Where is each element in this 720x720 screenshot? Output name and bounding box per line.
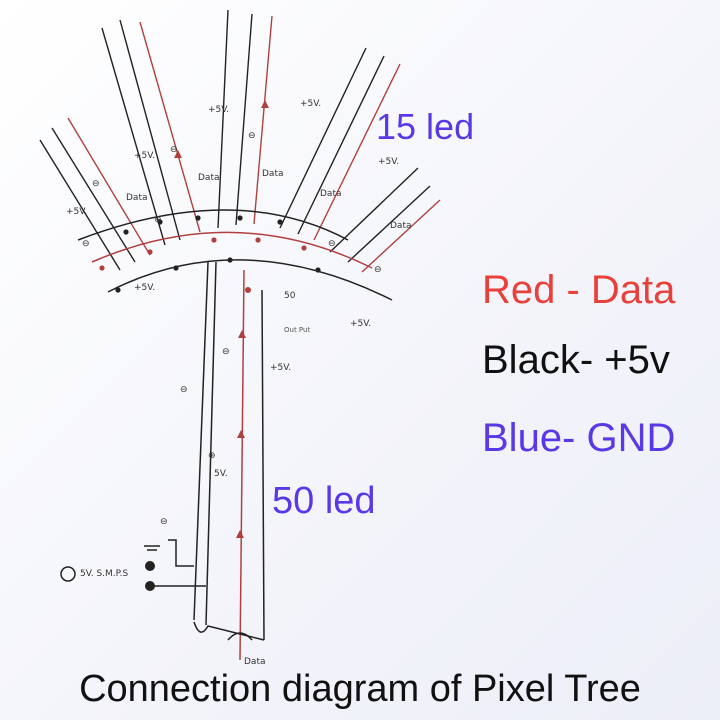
junction-dot bbox=[245, 287, 251, 293]
arc-power bbox=[107, 259, 393, 301]
crown-arcs bbox=[77, 209, 393, 301]
trunk-power-left bbox=[205, 261, 217, 626]
junction-dots bbox=[99, 215, 321, 293]
junction-dot bbox=[277, 219, 283, 225]
ann-plus5v: +5V. bbox=[378, 157, 399, 167]
ann-data: Data bbox=[126, 193, 148, 203]
ann-minus: ⊖ bbox=[154, 215, 162, 225]
ann-minus: ⊖ bbox=[92, 179, 100, 189]
junction-dot bbox=[157, 219, 163, 225]
trunk-base-arc bbox=[227, 632, 253, 641]
ann-plus5v: +5V. bbox=[134, 151, 155, 161]
ann-minus: ⊖ bbox=[374, 265, 382, 275]
ann-plus5v: +5V. bbox=[350, 319, 371, 329]
legend-power: Black- +5v bbox=[482, 338, 670, 382]
trunk-ground-left bbox=[193, 261, 209, 621]
branch-line bbox=[101, 27, 166, 246]
junction-dot bbox=[227, 257, 233, 263]
ann-data: Data bbox=[262, 169, 284, 179]
branch-line bbox=[217, 9, 229, 229]
ann-plus5v: +5V. bbox=[208, 105, 229, 115]
branch-line bbox=[279, 47, 367, 229]
junction-dot bbox=[147, 249, 153, 255]
ann-minus: ⊖ bbox=[170, 145, 178, 155]
ann-plus5v: +5V. bbox=[270, 363, 291, 373]
trunk-lines bbox=[193, 261, 265, 661]
crown-branches bbox=[39, 9, 441, 273]
annotations: +5V. +5V. +5V. +5V. +5V. +5V. +5V. +5V. … bbox=[66, 99, 412, 667]
arc-ground bbox=[77, 209, 349, 241]
ann-minus: ⊖ bbox=[248, 131, 256, 141]
ann-data: Data bbox=[390, 221, 412, 231]
ann-data: Data bbox=[320, 189, 342, 199]
ann-plus: ⊕ bbox=[208, 451, 216, 461]
crown-led-count: 15 led bbox=[376, 106, 475, 147]
branch-line bbox=[51, 127, 136, 263]
junction-dot bbox=[99, 265, 105, 271]
trunk-data bbox=[239, 269, 245, 661]
junction-dot bbox=[123, 229, 129, 235]
ann-minus: ⊖ bbox=[328, 239, 336, 249]
junction-dot bbox=[255, 237, 261, 243]
junction-dot bbox=[211, 237, 217, 243]
arrow-up bbox=[238, 330, 246, 338]
arrow-up bbox=[261, 100, 269, 108]
ann-minus: ⊖ bbox=[82, 239, 90, 249]
diagram-caption: Connection diagram of Pixel Tree bbox=[79, 668, 641, 710]
ann-minus: ⊖ bbox=[180, 385, 188, 395]
trunk-base bbox=[193, 621, 265, 641]
ann-five-v: 5V. bbox=[214, 469, 228, 479]
junction-dot bbox=[315, 267, 321, 273]
psu-wire-top bbox=[168, 539, 194, 567]
arc-data bbox=[91, 231, 373, 269]
branch-line bbox=[67, 117, 151, 256]
psu-terminal bbox=[145, 581, 155, 591]
data-arrows bbox=[174, 100, 269, 538]
ann-smps: 5V. S.M.P.S bbox=[80, 569, 129, 579]
arrow-up bbox=[174, 150, 182, 158]
junction-dot bbox=[115, 287, 121, 293]
ann-fifty: 50 bbox=[284, 291, 296, 301]
junction-dot bbox=[301, 245, 307, 251]
branch-line bbox=[139, 21, 201, 233]
branch-line bbox=[361, 199, 441, 273]
ann-minus: ⊖ bbox=[222, 347, 230, 357]
power-supply bbox=[144, 539, 206, 587]
legend-data: Red - Data bbox=[482, 268, 676, 312]
arrow-up bbox=[237, 430, 245, 438]
ann-data: Data bbox=[198, 173, 220, 183]
branch-line bbox=[313, 63, 401, 241]
branch-line bbox=[235, 13, 253, 226]
arrow-up bbox=[236, 530, 244, 538]
ann-output: Out Put bbox=[284, 326, 310, 334]
trunk-led-count: 50 led bbox=[272, 480, 376, 522]
ann-minus: ⊖ bbox=[160, 517, 168, 527]
ann-plus5v: +5V. bbox=[134, 283, 155, 293]
branch-line bbox=[347, 185, 431, 263]
junction-dot bbox=[237, 215, 243, 221]
branch-line bbox=[253, 15, 273, 225]
branch-line bbox=[297, 55, 385, 235]
branch-line bbox=[39, 139, 121, 271]
trunk-power-right bbox=[261, 289, 265, 641]
ann-plus5v: +5V. bbox=[300, 99, 321, 109]
legend-ground: Blue- GND bbox=[482, 416, 676, 460]
ann-plus5v: +5V. bbox=[66, 207, 87, 217]
psu-terminal bbox=[145, 561, 155, 571]
branch-line bbox=[119, 19, 181, 241]
junction-dot bbox=[195, 215, 201, 221]
junction-dot bbox=[173, 265, 179, 271]
smps-symbol bbox=[60, 566, 76, 582]
ann-data-in: Data bbox=[244, 657, 266, 667]
